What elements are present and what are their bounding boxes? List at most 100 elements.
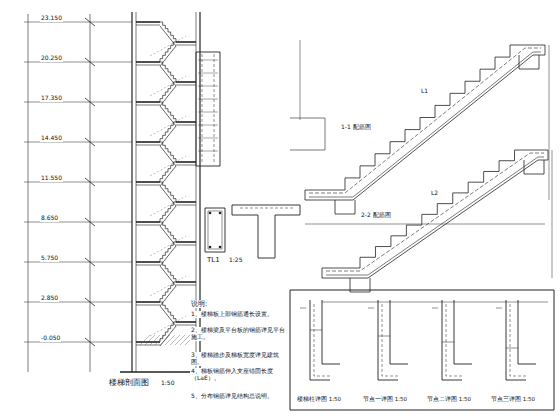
drawing-line bbox=[322, 160, 548, 278]
drawing-label: 2、楼梯梁及平台板的钢筋详见平台施工。 bbox=[190, 327, 288, 341]
drawing-line bbox=[446, 304, 462, 376]
drawing-line bbox=[175, 335, 185, 345]
drawing-line bbox=[180, 335, 190, 345]
drawing-line bbox=[160, 326, 176, 346]
drawing-line bbox=[160, 102, 176, 122]
drawing-line bbox=[176, 41, 196, 43]
drawing-line bbox=[305, 45, 545, 190]
drawing-line bbox=[310, 300, 330, 380]
drawing-line bbox=[198, 138, 218, 139]
drawing-line bbox=[160, 306, 176, 326]
drawing-line bbox=[136, 301, 160, 303]
drawing-line bbox=[150, 335, 160, 345]
drawing-line bbox=[300, 40, 301, 120]
drawing-line bbox=[85, 18, 95, 26]
drawing-line bbox=[170, 335, 180, 345]
drawing-line bbox=[198, 125, 218, 126]
drawing-line bbox=[160, 222, 176, 242]
drawing-line bbox=[160, 182, 176, 202]
drawing-line bbox=[176, 245, 196, 246]
rebar-dot bbox=[209, 246, 212, 249]
drawing-line bbox=[322, 302, 548, 303]
drawing-line bbox=[518, 300, 536, 364]
drawing-label: 说明: bbox=[190, 300, 208, 308]
drawing-line bbox=[150, 316, 186, 336]
drawing-line bbox=[176, 125, 196, 126]
drawing-line bbox=[552, 150, 553, 278]
drawing-line bbox=[390, 300, 408, 364]
drawing-line bbox=[198, 60, 218, 61]
drawing-label: 楼梯剖面图 bbox=[108, 378, 150, 387]
drawing-line bbox=[305, 224, 545, 225]
drawing-line bbox=[85, 98, 95, 106]
drawing-label: 1、楼梯板上部钢筋通长设置。 bbox=[190, 311, 288, 318]
rebar-dot bbox=[219, 212, 222, 215]
rebar-dot bbox=[209, 212, 212, 215]
drawing-line bbox=[160, 186, 176, 206]
drawing-line bbox=[136, 261, 160, 263]
drawing-line bbox=[335, 200, 355, 214]
drawing-line bbox=[506, 300, 526, 380]
drawing-line bbox=[140, 335, 150, 345]
drawing-line bbox=[176, 321, 196, 323]
drawing-line bbox=[155, 335, 165, 345]
drawing-line bbox=[300, 308, 306, 309]
drawing-line bbox=[165, 335, 175, 345]
drawing-line bbox=[378, 336, 390, 337]
drawing-line bbox=[90, 14, 91, 372]
drawing-line bbox=[510, 304, 526, 376]
drawing-label: TL1 bbox=[206, 256, 221, 264]
drawing-line bbox=[136, 105, 160, 106]
drawing-label: 节点三详图 1:50 bbox=[490, 396, 536, 402]
drawing-label: 节点一详图 1:50 bbox=[362, 396, 408, 402]
drawing-line bbox=[145, 335, 155, 345]
drawing-line bbox=[160, 335, 170, 345]
drawing-line bbox=[176, 85, 196, 86]
drawing-label: 17.350 bbox=[40, 95, 63, 102]
drawing-line bbox=[136, 221, 160, 223]
drawing-line bbox=[545, 45, 546, 55]
drawing-line bbox=[240, 208, 294, 209]
drawing-label: 楼梯柱详图 1:50 bbox=[296, 396, 342, 402]
drawing-line bbox=[176, 201, 196, 203]
drawing-line bbox=[136, 21, 160, 23]
drawing-line bbox=[305, 190, 306, 200]
drawing-line bbox=[85, 138, 95, 146]
drawing-line bbox=[150, 76, 186, 96]
drawing-line bbox=[150, 276, 186, 296]
drawing-line bbox=[160, 106, 176, 126]
drawing-line bbox=[160, 226, 176, 246]
drawing-line bbox=[202, 54, 203, 164]
rebar-dot bbox=[219, 246, 222, 249]
drawing-line bbox=[548, 150, 549, 160]
drawing-line bbox=[136, 65, 160, 66]
drawing-label: 5.750 bbox=[40, 255, 59, 262]
drawing-line bbox=[85, 58, 95, 66]
drawing-label: 1-1 配筋图 bbox=[340, 124, 372, 131]
drawing-label: 3、楼梯踏步及梯板宽度详见建筑图。 bbox=[190, 352, 288, 366]
drawing-line bbox=[326, 157, 544, 275]
drawing-line bbox=[506, 348, 518, 349]
drawing-line bbox=[199, 12, 200, 372]
drawing-line bbox=[198, 99, 218, 100]
drawing-line bbox=[160, 322, 176, 342]
drawing-line bbox=[382, 304, 398, 376]
drawing-line bbox=[198, 86, 218, 87]
drawing-line bbox=[378, 300, 398, 380]
drawing-line bbox=[496, 308, 502, 309]
drawing-line bbox=[322, 300, 340, 364]
drawing-line bbox=[160, 22, 176, 42]
drawing-line bbox=[176, 161, 196, 163]
drawing-line bbox=[176, 165, 196, 166]
drawing-line bbox=[442, 300, 462, 380]
drawing-line bbox=[176, 281, 196, 283]
drawing-line bbox=[150, 156, 186, 176]
drawing-line bbox=[136, 25, 160, 26]
drawing-line bbox=[176, 241, 196, 243]
drawing-line bbox=[131, 12, 132, 372]
drawing-line bbox=[160, 62, 176, 82]
drawing-line bbox=[85, 338, 95, 346]
drawing-line bbox=[322, 268, 323, 278]
drawing-line bbox=[314, 304, 330, 376]
